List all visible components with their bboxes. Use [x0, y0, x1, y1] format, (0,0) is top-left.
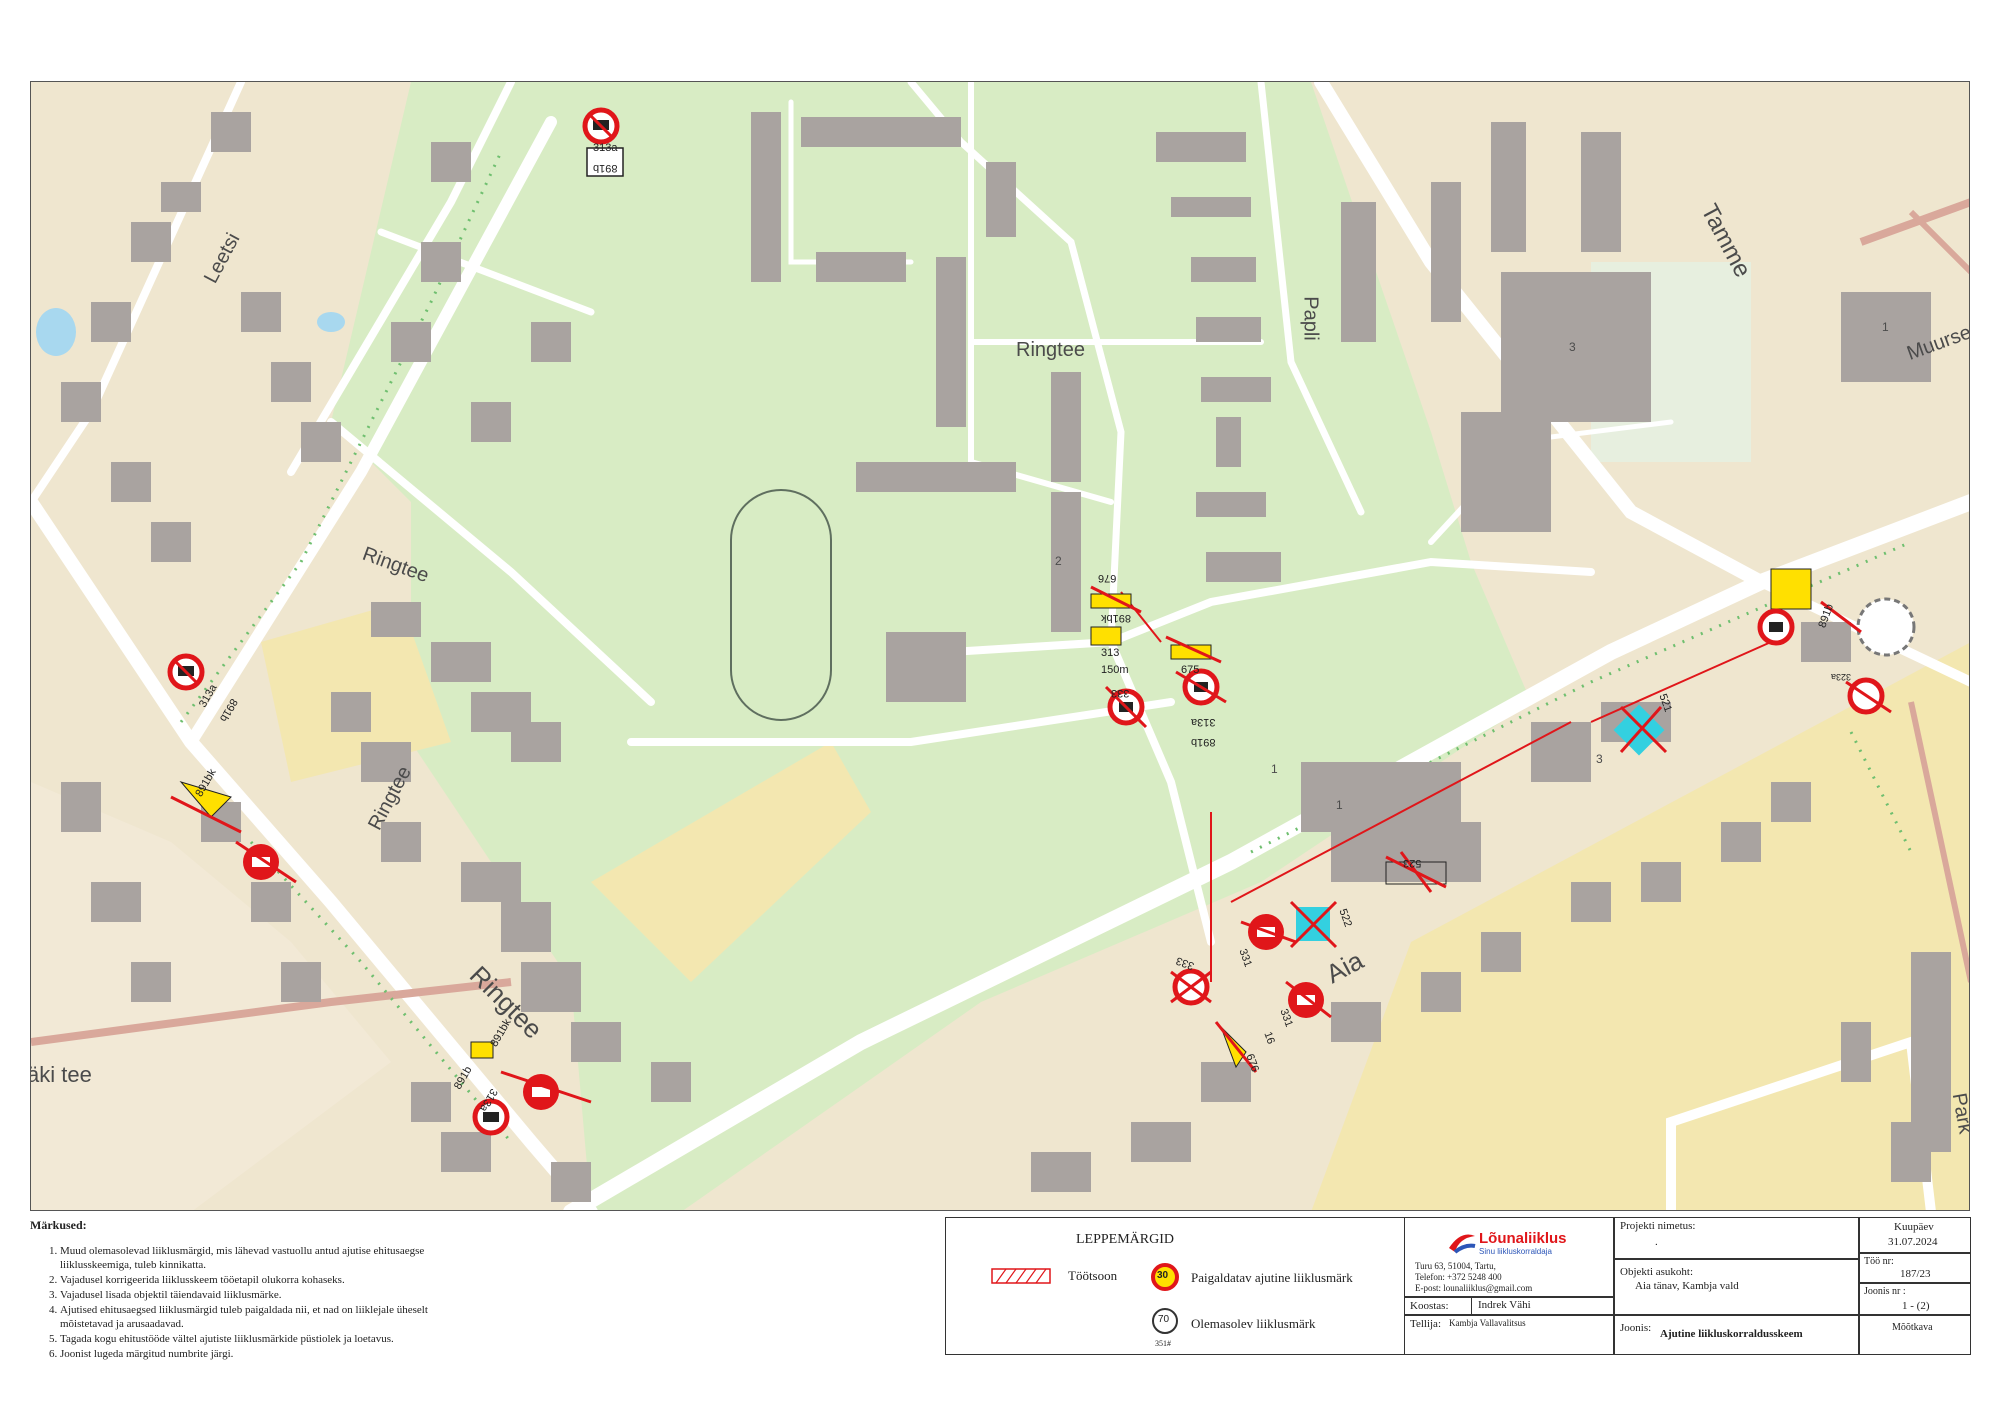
work-value: 187/23 [1900, 1268, 1931, 1280]
notes-section: Märkused: Muud olemasolevad liiklusmärgi… [30, 1218, 470, 1362]
sign-code-label: 676 [1098, 572, 1117, 584]
project-label: Projekti nimetus: [1620, 1220, 1696, 1232]
work-label: Töö nr: [1864, 1256, 1894, 1267]
sheet-label: Joonis nr : [1864, 1286, 1906, 1297]
sign-code-label: 323a [1831, 672, 1852, 682]
sign-code-label: 675 [1181, 664, 1200, 676]
note-item: Muud olemasolevad liiklusmärgid, mis läh… [60, 1244, 470, 1272]
existing-sign-code: 351# [1155, 1339, 1171, 1348]
building-number: 2 [1055, 554, 1062, 568]
worksite-hatch-icon [991, 1268, 1051, 1284]
project-box: Projekti nimetus: . [1614, 1217, 1859, 1259]
koostas-label: Koostas: [1410, 1300, 1449, 1312]
legend-temporary-sign-label: Paigaldatav ajutine liiklusmärk [1191, 1270, 1353, 1285]
legend-box: LEPPEMÄRGID Töötsoon 30 Paigaldatav ajut… [945, 1217, 1405, 1355]
sign-code-label: 313a [593, 142, 618, 154]
drawing-value: Ajutine liikluskorraldusskeem [1660, 1328, 1803, 1340]
note-item: Joonist lugeda märgitud numbrite järgi. [60, 1347, 470, 1361]
sheet-box: Joonis nr : 1 - (2) [1859, 1283, 1971, 1315]
sign-code-label: 891b [1191, 736, 1216, 748]
location-box: Objekti asukoht: Aia tänav, Kambja vald [1614, 1259, 1859, 1315]
note-item: Ajutised ehitusaegsed liiklusmärgid tule… [60, 1303, 470, 1331]
legend-worksite-label: Töötsoon [1068, 1268, 1118, 1283]
street-label-papli: Papli [1299, 296, 1322, 341]
koostas-value-box: Indrek Vähi [1471, 1297, 1614, 1315]
street-label-ringtee-top: Ringtee [1016, 339, 1085, 361]
sign-code-label: 150m [1101, 664, 1129, 676]
location-label: Objekti asukoht: [1620, 1266, 1694, 1278]
hedges [179, 151, 1913, 1143]
work-box: Töö nr: 187/23 [1859, 1253, 1971, 1283]
company-slogan: Sinu liikluskorraldaja [1479, 1247, 1552, 1256]
main-roads [31, 198, 1969, 1046]
sign-code-label: 523 [1403, 857, 1422, 869]
date-label: Kuupäev [1894, 1221, 1934, 1233]
note-item: Tagada kogu ehitustööde vältel ajutiste … [60, 1332, 470, 1346]
map-base [31, 82, 1969, 1210]
koostas-value: Indrek Vähi [1478, 1299, 1531, 1311]
tellija-box: Tellija: Kambja Vallavalitsus [1404, 1315, 1614, 1355]
drawing-label: Joonis: [1620, 1322, 1652, 1334]
roundabout [1856, 597, 1916, 657]
temporary-sign-icon [1151, 1263, 1179, 1291]
existing-sign-value: 70 [1158, 1314, 1170, 1325]
project-value: . [1655, 1236, 1658, 1248]
legend-title: LEPPEMÄRGID [1076, 1232, 1175, 1247]
tellija-value: Kambja Vallavalitsus [1449, 1318, 1526, 1328]
company-phone: Telefon: +372 5248 400 [1415, 1272, 1502, 1282]
company-address: Turu 63, 51004, Tartu, [1415, 1261, 1496, 1271]
scale-box: Mõõtkava [1859, 1315, 1971, 1355]
pond [36, 308, 76, 356]
sign-code-label: 891b [593, 162, 618, 174]
location-value: Aia tänav, Kambja vald [1635, 1280, 1739, 1292]
company-logo-icon [1449, 1234, 1476, 1254]
temporary-sign-value: 30 [1157, 1270, 1169, 1281]
building-number: 1 [1882, 320, 1889, 334]
note-item: Vajadusel korrigeerida liiklusskeem tööe… [60, 1273, 470, 1287]
sign-code-label: 313 [1101, 647, 1120, 659]
existing-sign-icon [1152, 1308, 1178, 1334]
company-name: Lõunaliiklus [1479, 1230, 1567, 1247]
building-number: 3 [1596, 752, 1603, 766]
sign-code-label: 333 [1111, 687, 1130, 699]
sheet-value: 1 - (2) [1902, 1300, 1930, 1312]
building-number: 1 [1271, 762, 1278, 776]
pond-small [317, 312, 345, 332]
company-email: E-post: lounaliiklus@gmail.com [1415, 1283, 1533, 1293]
date-box: Kuupäev 31.07.2024 [1859, 1217, 1971, 1253]
drawing-box: Joonis: Ajutine liikluskorraldusskeem [1614, 1315, 1859, 1355]
street-label-aki-tee: äki tee [30, 1062, 92, 1087]
site-map: Leetsi Ringtee Ringtee Ringtee Ringtee P… [30, 81, 1970, 1211]
notes-title: Märkused: [30, 1218, 87, 1232]
tellija-label: Tellija: [1410, 1318, 1441, 1330]
running-track [730, 489, 832, 721]
company-box: Lõunaliiklus Sinu liikluskorraldaja Turu… [1404, 1217, 1614, 1297]
sign-code-label: 313a [1191, 716, 1216, 728]
notes-list: Muud olemasolevad liiklusmärgid, mis läh… [30, 1244, 470, 1361]
legend-existing-sign-label: Olemasolev liiklusmärk [1191, 1316, 1316, 1331]
date-value: 31.07.2024 [1888, 1236, 1938, 1248]
building-number: 3 [1569, 340, 1576, 354]
scale-value: Mõõtkava [1892, 1322, 1933, 1333]
building-number: 1 [1336, 798, 1343, 812]
sign-code-label: 891bk [1101, 612, 1131, 624]
koostas-box: Koostas: Indrek Vähi [1404, 1297, 1614, 1315]
note-item: Vajadusel lisada objektil täiendavaid li… [60, 1288, 470, 1302]
